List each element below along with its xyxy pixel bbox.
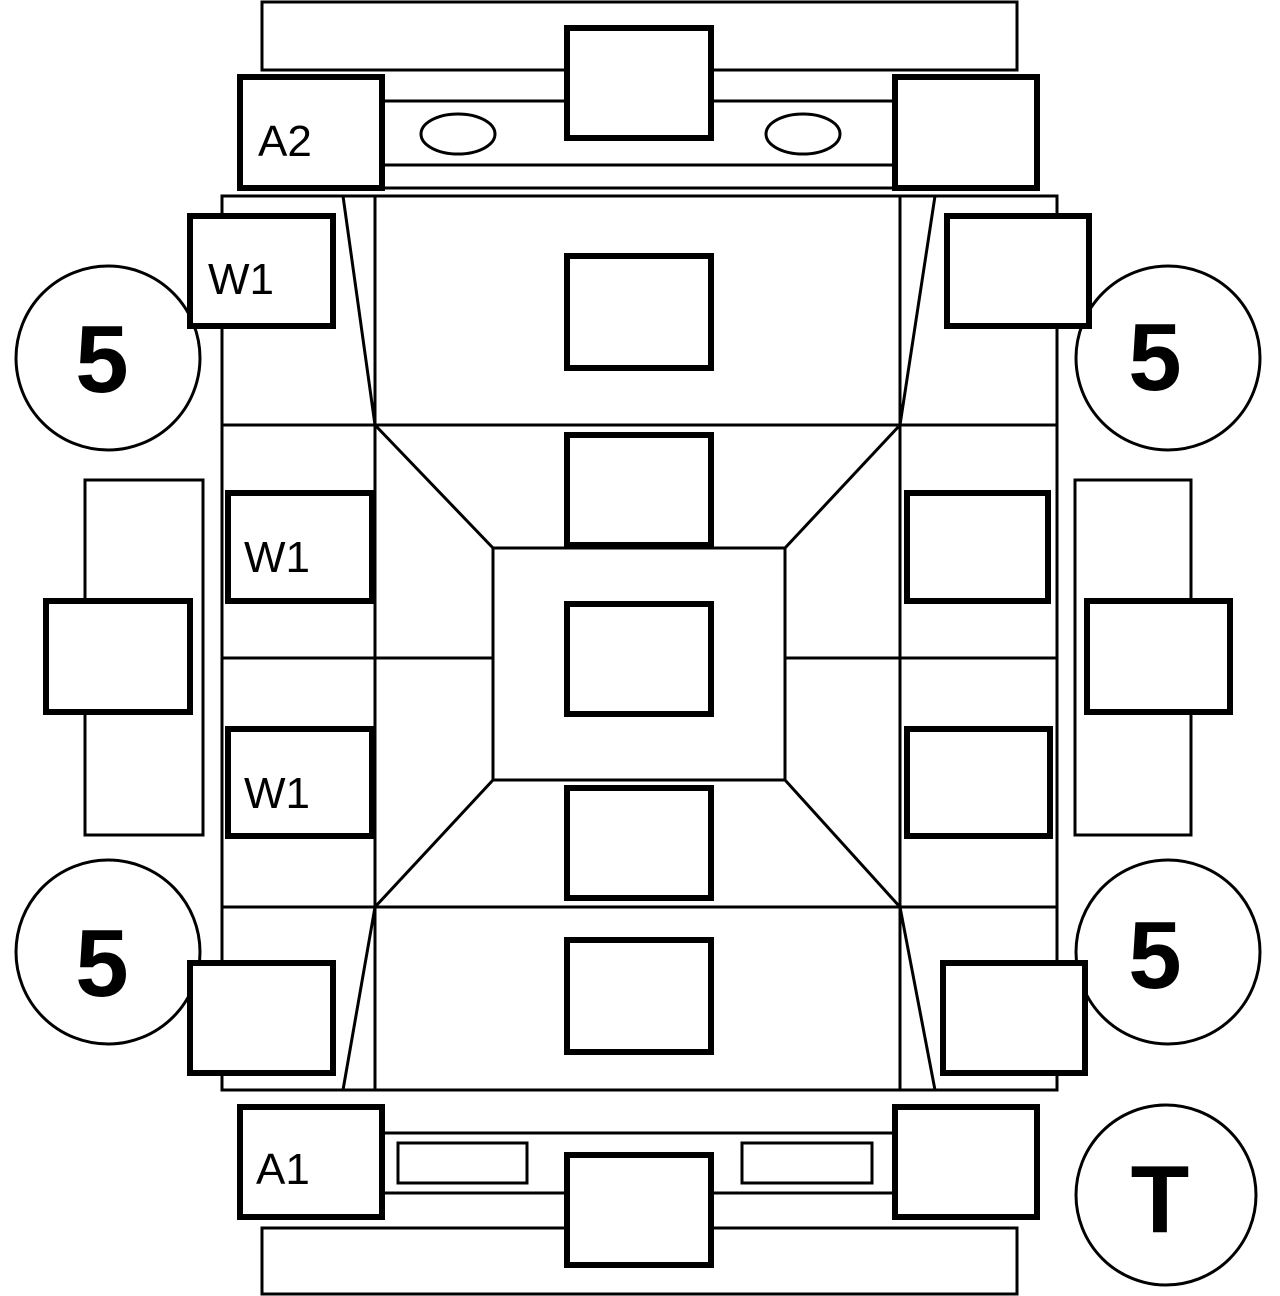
bottom-right-side-fuse: [940, 960, 1088, 1076]
relay-circle-top-right: [1074, 264, 1262, 452]
left-side-fuse: [43, 598, 193, 715]
bottom-right-fuse: [892, 1104, 1040, 1220]
label-w1-mid-lower: W1: [244, 769, 310, 818]
top-right-fuse: [892, 74, 1040, 191]
center-fuse-3: [564, 601, 714, 717]
oval-left: [419, 112, 497, 156]
slot-right: [740, 1141, 874, 1185]
oval-right: [764, 112, 842, 156]
label-a2: A2: [258, 117, 312, 166]
right-side-fuse: [1084, 598, 1233, 715]
fuse-a1: [237, 1104, 385, 1220]
label-w1-top: W1: [208, 255, 274, 304]
bottom-center-fuse: [564, 1152, 714, 1268]
center-fuse-4: [564, 785, 714, 901]
top-center-fuse: [564, 25, 714, 141]
fuse-w1-top: [187, 213, 336, 329]
relay-circle-t: [1074, 1103, 1258, 1287]
label-circle-t: T: [1131, 1146, 1190, 1253]
slot-left: [396, 1141, 529, 1185]
fuse-w1-mid-lower: [225, 726, 375, 839]
label-circle-bottom-left: 5: [75, 910, 128, 1017]
label-circle-top-left: 5: [75, 306, 128, 413]
right-mid-upper-fuse: [904, 490, 1051, 604]
relay-circle-bottom-right: [1074, 858, 1262, 1046]
center-fuse-2: [564, 432, 714, 548]
center-fuse-5: [564, 937, 714, 1055]
bottom-left-side-fuse: [187, 960, 336, 1076]
label-circle-bottom-right: 5: [1128, 902, 1181, 1009]
label-a1: A1: [256, 1145, 310, 1194]
center-fuse-1: [564, 253, 714, 371]
relay-circle-bottom-left: [14, 858, 202, 1046]
fuse-w1-mid-upper: [225, 490, 375, 604]
right-mid-lower-fuse: [904, 726, 1053, 839]
relay-circle-top-left: [14, 264, 202, 452]
top-right-side-fuse: [944, 213, 1092, 329]
label-w1-mid-upper: W1: [244, 533, 310, 582]
label-circle-top-right: 5: [1128, 304, 1181, 411]
fuse-a2: [237, 74, 385, 191]
